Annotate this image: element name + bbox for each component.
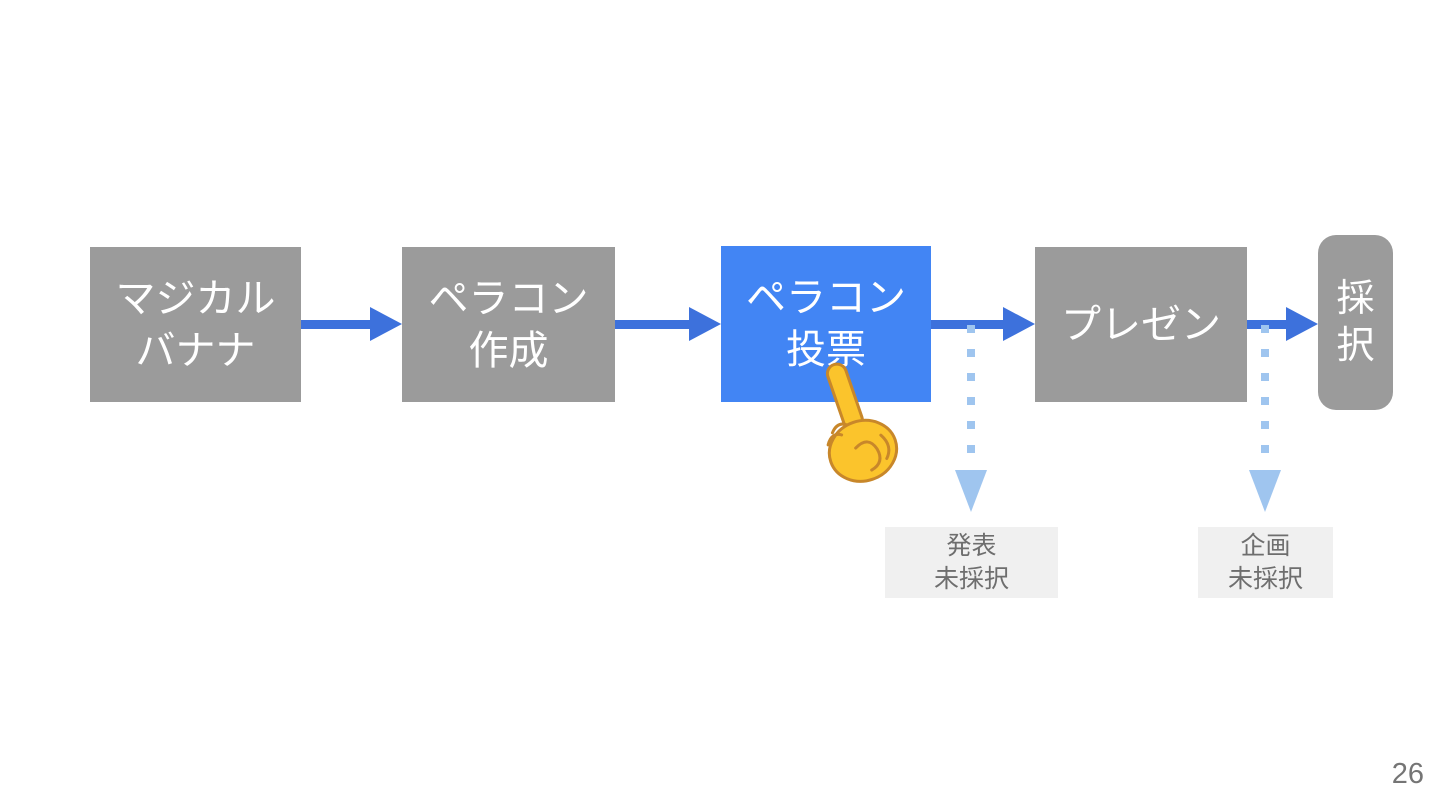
flow-step-presentation: プレゼン — [1035, 247, 1247, 402]
rejected-arrow-1-head — [955, 470, 987, 512]
flow-step-label: 採 — [1336, 277, 1375, 320]
flow-step-label: ペラコン — [746, 276, 906, 320]
flow-step-peracon-create: ペラコン 作成 — [402, 247, 615, 402]
flow-step-label: 択 — [1336, 324, 1375, 367]
flow-arrow-4 — [1247, 307, 1318, 341]
rejected-label-line: 企画 — [1240, 531, 1291, 560]
rejected-arrow-2-line — [1261, 325, 1269, 465]
rejected-label-line: 未採択 — [933, 564, 1009, 593]
flow-step-magical-banana: マジカル バナナ — [90, 247, 301, 402]
flow-step-label: プレゼン — [1061, 302, 1221, 347]
flow-step-peracon-vote: ペラコン 投票 — [721, 246, 931, 402]
arrow-head — [1286, 307, 1318, 341]
arrow-shaft — [1247, 319, 1286, 329]
rejected-arrow-2-head — [1249, 470, 1281, 512]
arrow-head — [689, 307, 721, 341]
arrow-shaft — [931, 319, 1003, 329]
flow-step-label: 投票 — [786, 328, 866, 372]
flow-arrow-1 — [301, 307, 402, 341]
page-number: 26 — [1391, 758, 1424, 790]
arrow-head — [1003, 307, 1035, 341]
flow-arrow-3 — [931, 307, 1035, 341]
rejected-arrow-1-line — [967, 325, 975, 465]
flow-step-adoption: 採 択 — [1318, 235, 1393, 410]
index-pointing-up-icon — [825, 362, 899, 483]
flow-step-label: 作成 — [468, 328, 549, 373]
flow-step-label: バナナ — [135, 328, 256, 373]
rejected-label-line: 発表 — [946, 531, 997, 560]
rejected-label-presentation: 発表 未採択 — [885, 527, 1058, 598]
rejected-label-plan: 企画 未採択 — [1198, 527, 1333, 598]
arrow-shaft — [615, 319, 689, 329]
flow-step-label: マジカル — [115, 276, 276, 321]
rejected-label-line: 未採択 — [1227, 564, 1303, 593]
flow-step-label: ペラコン — [428, 276, 589, 321]
arrow-head — [370, 307, 402, 341]
arrow-shaft — [301, 319, 370, 329]
flow-arrow-2 — [615, 307, 721, 341]
